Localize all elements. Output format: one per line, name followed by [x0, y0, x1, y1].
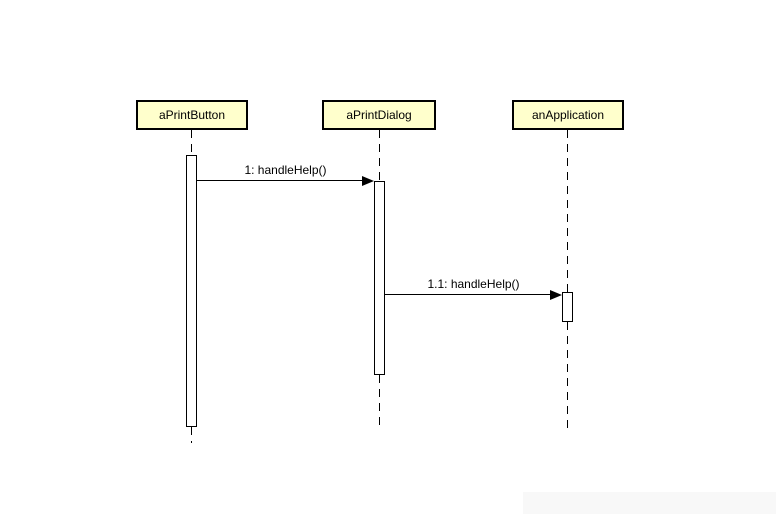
lifeline-head-aprintdialog[interactable]: aPrintDialog: [322, 100, 436, 130]
lifeline-name-label: aPrintButton: [158, 108, 226, 122]
message-line-1-1[interactable]: [385, 294, 551, 295]
lifeline-head-anapplication[interactable]: anApplication: [512, 100, 624, 130]
message-arrowhead-icon: [550, 290, 562, 300]
lifeline-dash-aprintdialog-upper: [379, 130, 380, 181]
lifeline-dash-aprintbutton-lower: [191, 427, 192, 443]
message-arrowhead-icon: [362, 176, 374, 186]
lifeline-dash-aprintbutton-upper: [191, 130, 192, 155]
message-line-1[interactable]: [197, 180, 363, 181]
lifeline-dash-aprintdialog-lower: [379, 375, 380, 430]
activation-bar-aprintdialog[interactable]: [374, 181, 385, 375]
lifeline-head-aprintbutton[interactable]: aPrintButton: [136, 100, 248, 130]
lifeline-dash-anapplication-lower: [567, 322, 568, 430]
lifeline-name-label: aPrintDialog: [346, 108, 412, 122]
message-label-1: 1: handleHelp(): [244, 163, 327, 177]
activation-bar-aprintbutton[interactable]: [186, 155, 197, 427]
lifeline-dash-anapplication-upper: [567, 130, 568, 292]
watermark-area: [523, 492, 776, 514]
message-label-1-1: 1.1: handleHelp(): [427, 277, 520, 291]
lifeline-name-label: anApplication: [531, 108, 605, 122]
activation-bar-anapplication[interactable]: [562, 292, 573, 322]
